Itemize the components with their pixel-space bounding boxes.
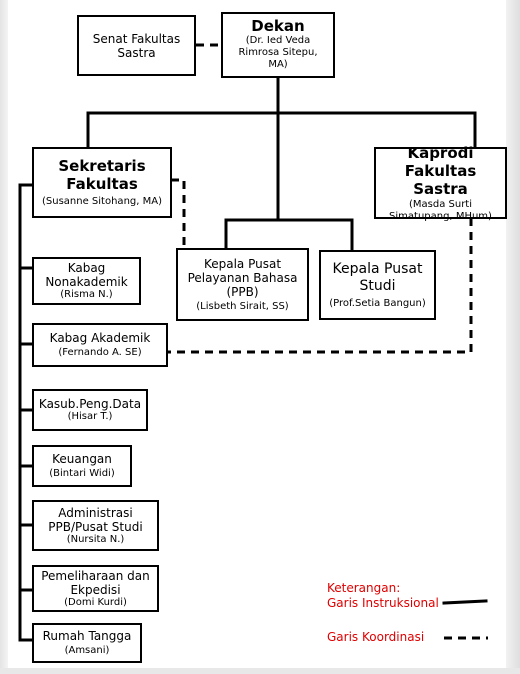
legend-title: Keterangan:: [327, 581, 401, 595]
box-pemeliharaan: Pemeliharaan dan Ekpedisi (Domi Kurdi): [32, 565, 159, 612]
dash-sekretaris-ppb: [171, 178, 186, 248]
dekan-title: Dekan: [251, 17, 305, 35]
kaprodi-name: (Masda Surti Simatupang, MHum): [389, 198, 492, 222]
legend-instruksional-label: Garis Instruksional: [327, 596, 439, 610]
nonakademik-name: (Risma N.): [60, 289, 113, 300]
dash-kaprodi-akademik: [168, 218, 473, 354]
akademik-name: (Fernando A. SE): [58, 347, 142, 358]
kaprodi-title: Kaprodi Fakultas Sastra: [404, 143, 477, 198]
box-kepala-ppb: Kepala Pusat Pelayanan Bahasa (PPB) (Lis…: [176, 248, 309, 321]
dekan-name: (Dr. Ied Veda Rimrosa Sitepu, MA): [238, 35, 318, 70]
box-administrasi: Administrasi PPB/Pusat Studi (Nursita N.…: [32, 500, 159, 551]
sekretaris-title: Sekretaris Fakultas: [58, 157, 146, 193]
pusat-studi-title: Kepala Pusat Studi: [332, 260, 423, 294]
box-kabag-nonakademik: Kabag Nonakademik (Risma N.): [32, 257, 141, 305]
pemeliharaan-name: (Domi Kurdi): [64, 596, 127, 608]
administrasi-name: (Nursita N.): [66, 533, 125, 545]
rumah-tangga-name: (Amsani): [64, 645, 110, 656]
box-keuangan: Keuangan (Bintari Widi): [32, 445, 132, 487]
pusat-studi-name: (Prof.Setia Bangun): [329, 297, 426, 309]
pemeliharaan-title: Pemeliharaan dan Ekpedisi: [41, 568, 150, 597]
box-kaprodi: Kaprodi Fakultas Sastra (Masda Surti Sim…: [374, 143, 507, 222]
box-sekretaris-fakultas: Sekretaris Fakultas (Susanne Sitohang, M…: [32, 147, 172, 218]
box-kepala-pusat-studi: Kepala Pusat Studi (Prof.Setia Bangun): [319, 250, 436, 320]
nonakademik-title: Kabag Nonakademik: [45, 261, 128, 289]
akademik-title: Kabag Akademik: [49, 331, 151, 345]
frame-left-edge: [0, 0, 8, 674]
legend-solid-line: [442, 599, 488, 605]
box-senat-fakultas: Senat Fakultas Sastra: [77, 15, 196, 76]
ppb-name: (Lisbeth Sirait, SS): [196, 300, 289, 312]
senat-title: Senat Fakultas Sastra: [92, 31, 181, 60]
legend-koordinasi-label: Garis Koordinasi: [327, 630, 425, 644]
box-rumah-tangga: Rumah Tangga (Amsani): [32, 623, 142, 663]
sekretaris-name: (Susanne Sitohang, MA): [42, 196, 162, 207]
frame-right-edge: [506, 0, 520, 674]
box-kabag-akademik: Kabag Akademik (Fernando A. SE): [32, 323, 168, 367]
box-kasub-peng-data: Kasub.Peng.Data (Hisar T.): [32, 389, 148, 431]
pengdata-name: (Hisar T.): [67, 411, 113, 422]
administrasi-title: Administrasi PPB/Pusat Studi: [48, 505, 143, 534]
frame-bottom-edge: [0, 668, 520, 674]
ppb-title: Kepala Pusat Pelayanan Bahasa (PPB): [187, 256, 298, 299]
rumah-tangga-title: Rumah Tangga: [42, 629, 132, 643]
box-dekan: Dekan (Dr. Ied Veda Rimrosa Sitepu, MA): [221, 12, 335, 78]
keuangan-name: (Bintari Widi): [49, 468, 115, 479]
keuangan-title: Keuangan: [52, 452, 112, 466]
pengdata-title: Kasub.Peng.Data: [38, 397, 142, 411]
